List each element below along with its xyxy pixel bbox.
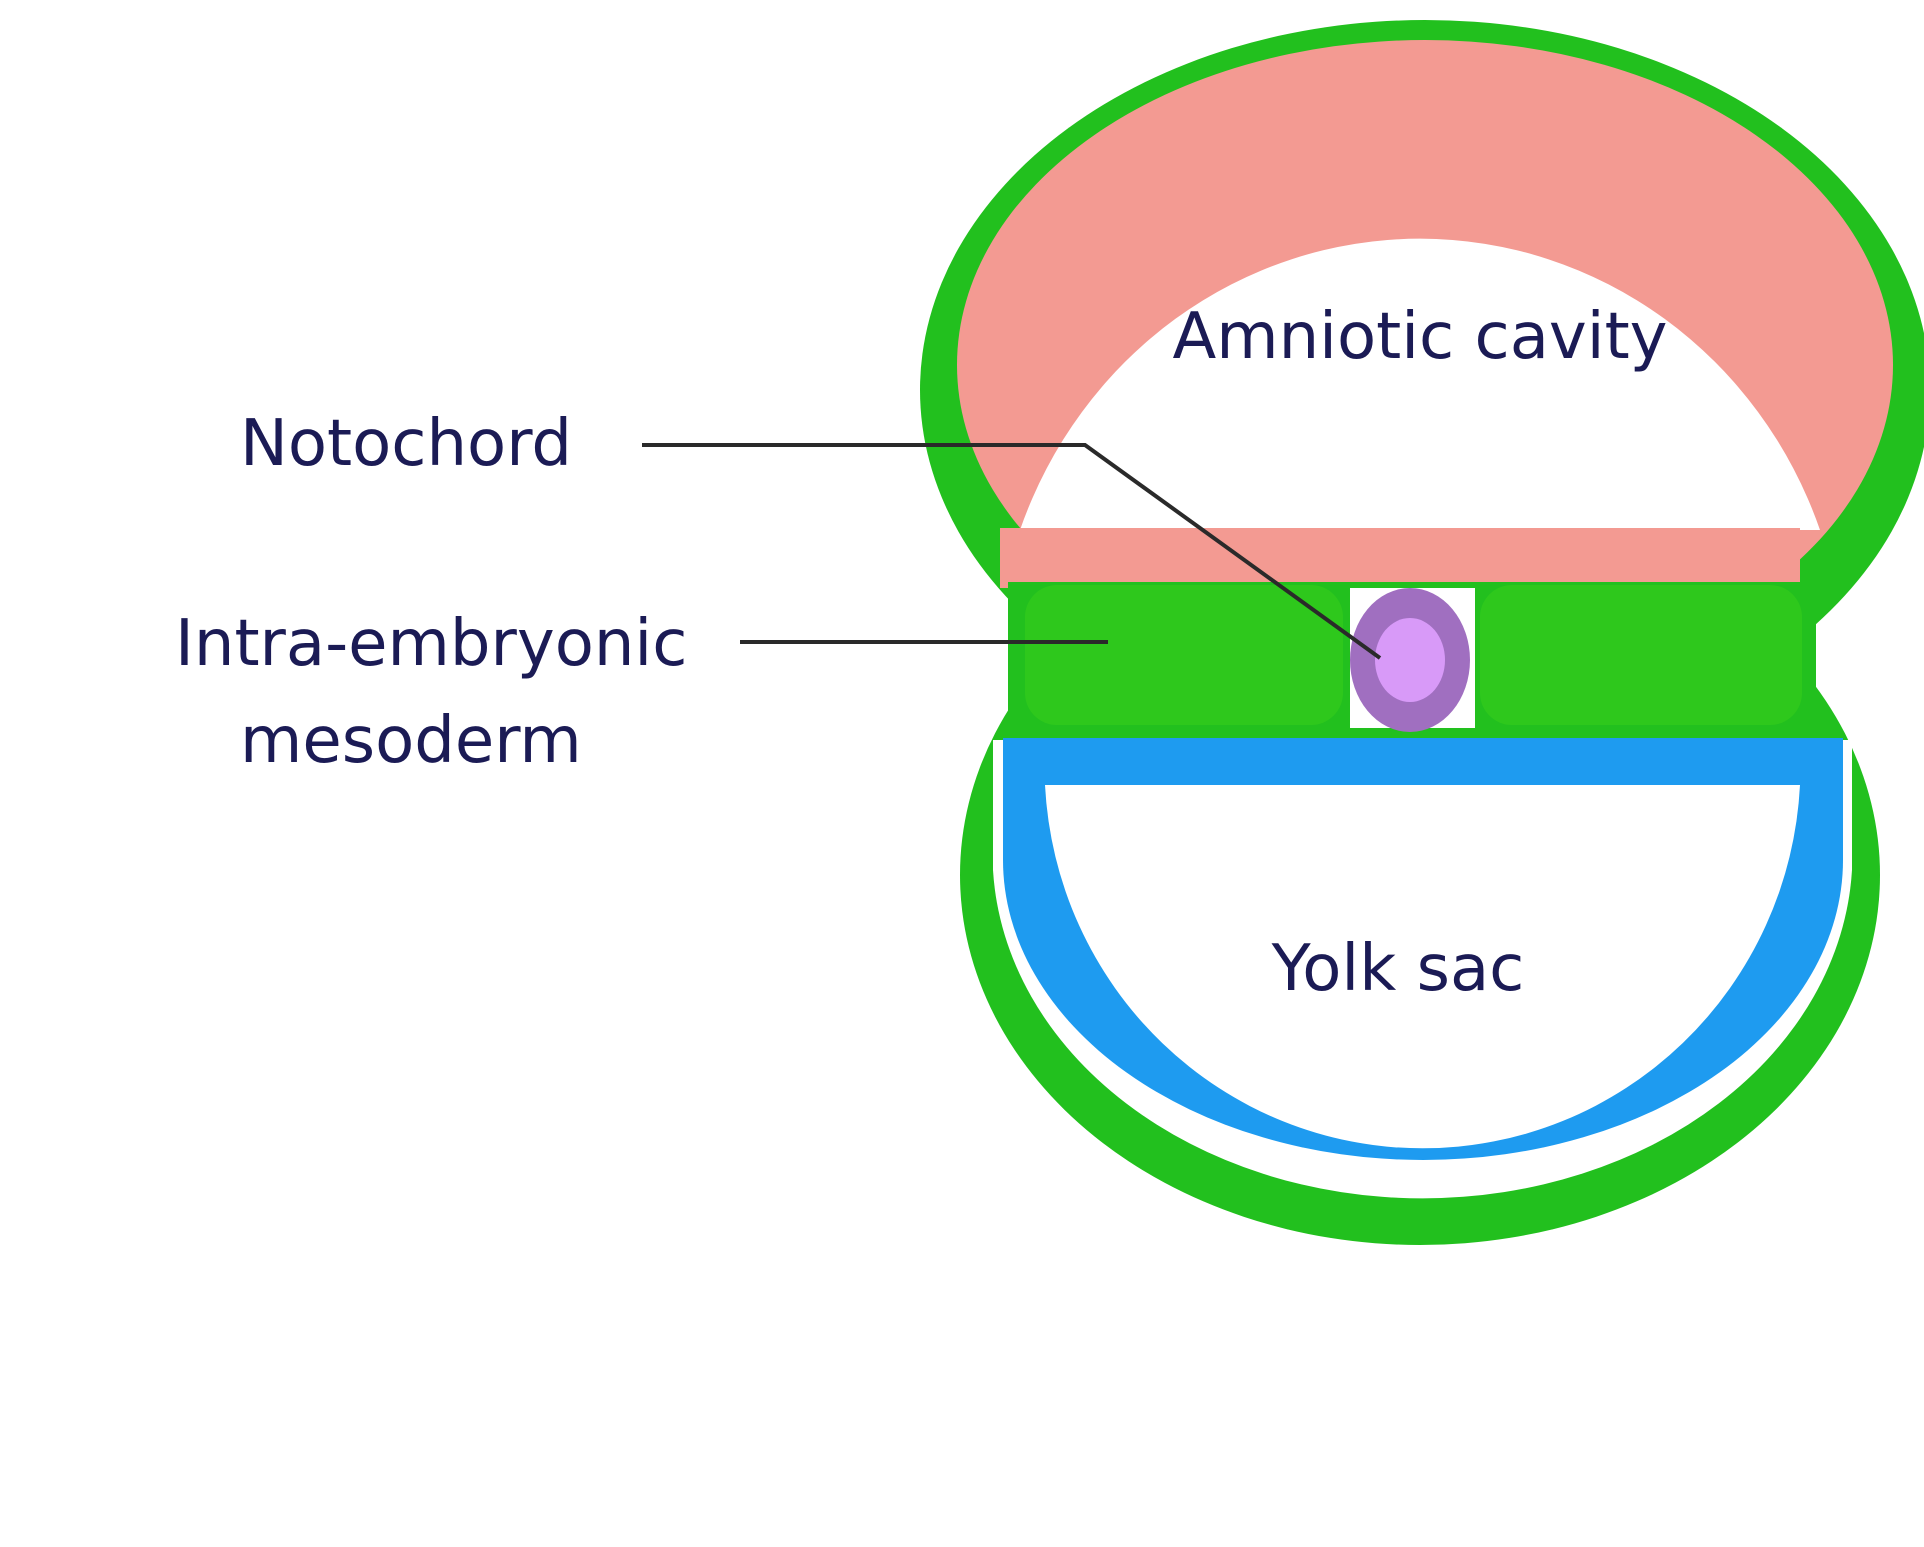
mesoderm-left-block: [1025, 585, 1343, 725]
mesoderm-label-line2: mesoderm: [240, 704, 582, 778]
amniotic-cavity: [1020, 238, 1820, 540]
yolk-sac-cavity: [1045, 785, 1800, 1149]
amniotic-cavity-label: Amniotic cavity: [1172, 300, 1667, 374]
yolk-sac-label: Yolk sac: [1271, 932, 1525, 1006]
amnion-floor: [1000, 528, 1800, 588]
notochord-leader-line: [642, 443, 1382, 660]
mesoderm-label-line1: Intra-embryonic: [175, 607, 687, 681]
mesoderm-right-block: [1480, 585, 1802, 725]
notochord-inner: [1375, 618, 1445, 702]
notochord-label: Notochord: [240, 407, 572, 481]
